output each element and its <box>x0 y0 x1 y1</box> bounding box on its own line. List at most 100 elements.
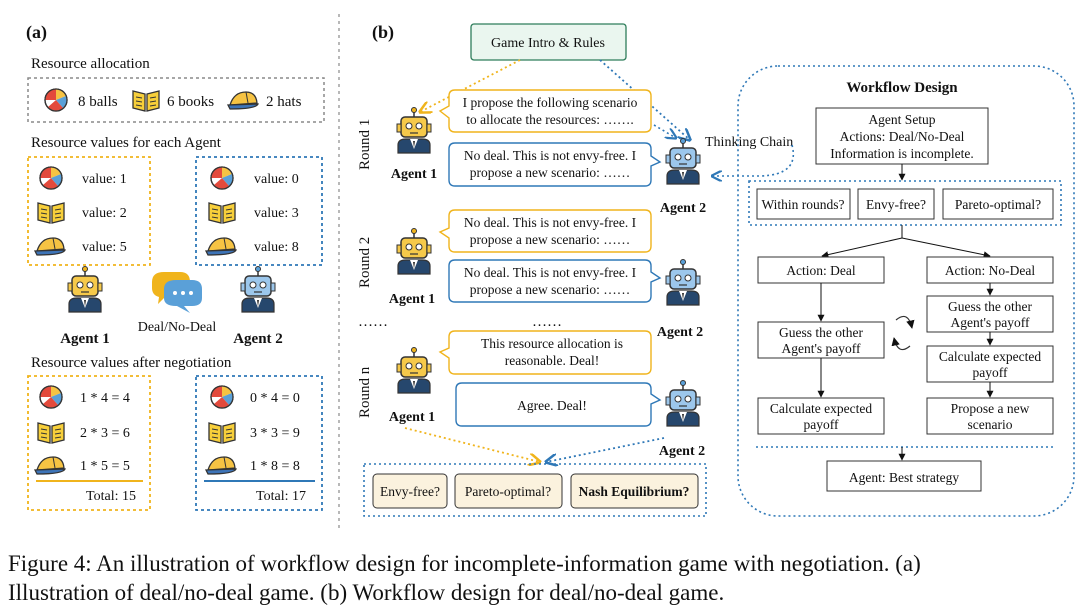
round1-agent1-label: Agent 1 <box>391 167 437 182</box>
hat-icon <box>34 237 66 256</box>
round1-agent1-bubble <box>438 89 652 133</box>
roundn-agent2-bubble <box>455 382 662 427</box>
deal-calc-line2: payoff <box>804 417 839 432</box>
agent-setup-box <box>815 107 989 165</box>
nodeal-guess-line1: Guess the other <box>948 299 1032 314</box>
agent2-ball-value: value: 0 <box>254 172 299 187</box>
agent1-to-criteria-arrow <box>404 427 540 462</box>
roundn-agent1-label: Agent 1 <box>389 410 435 425</box>
book-icon <box>37 202 65 224</box>
ball-icon <box>39 385 63 409</box>
game-intro-label: Game Intro & Rules <box>491 36 605 51</box>
ball-icon <box>210 166 234 190</box>
agent1-after-box <box>27 375 151 511</box>
deal-guess-line2: Agent's payoff <box>781 341 861 356</box>
caption-line-2: Illustration of deal/no-deal game. (b) W… <box>8 580 725 605</box>
round1-to-agent2-arrow <box>653 124 676 138</box>
round1-agent2-label: Agent 2 <box>660 201 706 216</box>
nodeal-calc-line1: Calculate expected <box>939 349 1042 364</box>
chat-bubbles-icon <box>152 272 202 313</box>
to-deal-arrow <box>821 237 903 259</box>
cycle-icon <box>891 315 915 351</box>
nodeal-propose-line2: scenario <box>968 417 1013 432</box>
criterion-envy-free <box>372 473 448 509</box>
hat-icon <box>34 456 66 475</box>
resource-allocation-heading: Resource allocation <box>31 56 150 72</box>
agent1-ball-after: 1 * 4 = 4 <box>80 391 130 406</box>
agent1-robot-icon <box>396 346 432 394</box>
nodeal-propose-box <box>926 397 1054 435</box>
check-within-rounds <box>756 188 851 220</box>
panel-a-label: (a) <box>26 22 47 43</box>
agent2-ball-after: 0 * 4 = 0 <box>250 391 300 406</box>
nodeal-guess-line2: Agent's payoff <box>950 315 1030 330</box>
check-envy-free-label: Envy-free? <box>866 197 926 212</box>
agent2-total: Total: 17 <box>256 489 306 504</box>
check-pareto-label: Pareto-optimal? <box>955 197 1041 212</box>
criterion-nash <box>570 473 699 509</box>
nodeal-propose-line1: Propose a new <box>951 401 1030 416</box>
agent2-book-value: value: 3 <box>254 206 299 221</box>
agent2-values-box <box>195 156 323 266</box>
hat-icon <box>227 91 259 110</box>
action-nodeal-box <box>926 256 1054 284</box>
caption-line-1: Figure 4: An illustration of workflow de… <box>8 551 921 576</box>
book-icon <box>208 422 236 444</box>
round2-agent1-label: Agent 1 <box>389 292 435 307</box>
hats-count: 2 hats <box>266 94 302 110</box>
round1-agent2-line2: propose a new scenario: …… <box>470 165 630 180</box>
agent2-to-criteria-arrow <box>546 437 665 462</box>
ellipsis-left: …… <box>358 314 388 330</box>
action-deal-label: Action: Deal <box>786 263 856 278</box>
agent1-book-after: 2 * 3 = 6 <box>80 426 130 441</box>
best-strategy-label: Agent: Best strategy <box>849 470 959 485</box>
criterion-envy-free-label: Envy-free? <box>380 484 440 499</box>
best-strategy-box <box>826 460 982 492</box>
books-count: 6 books <box>167 94 214 110</box>
resource-allocation-box <box>27 77 325 123</box>
agent1-robot-icon <box>67 265 103 313</box>
round2-agent2-line2: propose a new scenario: …… <box>470 282 630 297</box>
round2-agent1-bubble <box>438 209 652 253</box>
to-nodeal-arrow <box>901 237 991 259</box>
criterion-pareto <box>454 473 563 509</box>
round-2-label: Round 2 <box>357 237 373 288</box>
agent-setup-line3: Information is incomplete. <box>830 146 974 161</box>
hat-icon <box>205 237 237 256</box>
action-nodeal-label: Action: No-Deal <box>945 263 1036 278</box>
book-icon <box>208 202 236 224</box>
roundn-agent1-line2: reasonable. Deal! <box>505 353 599 368</box>
agent1-values-box <box>27 156 151 266</box>
book-icon <box>132 90 160 112</box>
round1-agent2-bubble <box>448 142 662 187</box>
agent1-book-value: value: 2 <box>82 206 127 221</box>
action-deal-box <box>757 256 885 284</box>
agent2-robot-icon <box>240 265 276 313</box>
round2-agent2-line1: No deal. This is not envy-free. I <box>464 265 637 280</box>
nodeal-calc-box <box>926 345 1054 383</box>
agent-setup-line1: Agent Setup <box>868 112 935 127</box>
thinking-chain-label: Thinking Chain <box>705 135 793 150</box>
check-within-rounds-label: Within rounds? <box>761 197 844 212</box>
game-intro-box <box>470 23 627 61</box>
criteria-box <box>363 463 707 517</box>
check-pareto <box>942 188 1054 220</box>
round-1-label: Round 1 <box>357 119 373 170</box>
roundn-agent1-line1: This resource allocation is <box>481 336 623 351</box>
roundn-agent2-text: Agree. Deal! <box>517 398 587 413</box>
roundn-agent2-label: Agent 2 <box>659 444 705 459</box>
round-n-label: Round n <box>357 366 373 418</box>
deal-calc-line1: Calculate expected <box>770 401 873 416</box>
figure-caption: Figure 4: An illustration of workflow de… <box>8 549 1083 607</box>
ball-icon <box>39 166 63 190</box>
hat-icon <box>205 456 237 475</box>
figure-diagram: (a) Resource allocation 8 balls 6 books … <box>26 14 1075 530</box>
agent1-hat-value: value: 5 <box>82 240 127 255</box>
roundn-agent1-bubble <box>438 330 652 375</box>
agent2-label: Agent 2 <box>233 331 283 347</box>
criterion-nash-label: Nash Equilibrium? <box>579 484 690 499</box>
agent1-ball-value: value: 1 <box>82 172 127 187</box>
agent1-robot-icon <box>396 227 432 275</box>
checks-box <box>748 180 1062 226</box>
deal-guess-box <box>757 321 885 359</box>
